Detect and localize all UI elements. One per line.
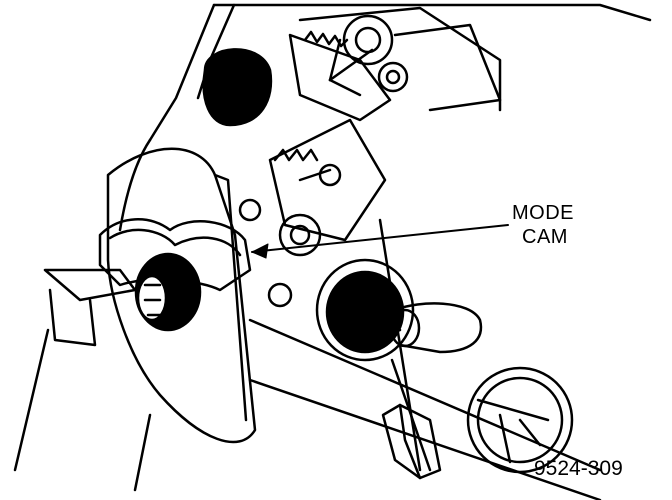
bottom-clip	[381, 403, 442, 480]
middle-gear-sector	[238, 118, 387, 308]
mode-cam-plate	[106, 147, 257, 444]
shaded-lower-knob	[315, 258, 483, 362]
callout-line-1: MODE	[512, 202, 574, 224]
cam-follower-bracket	[13, 218, 252, 492]
callout-leader-arrow	[251, 224, 509, 259]
shaded-sleeve	[134, 252, 202, 332]
upper-gear-sector	[288, 14, 409, 122]
figure-number: 9524-309	[534, 457, 623, 480]
shaded-upper-knob	[202, 48, 273, 127]
callout-line-2: CAM	[522, 226, 568, 248]
mode-cam-callout: MODE CAM	[512, 201, 574, 249]
round-connector	[466, 366, 574, 474]
